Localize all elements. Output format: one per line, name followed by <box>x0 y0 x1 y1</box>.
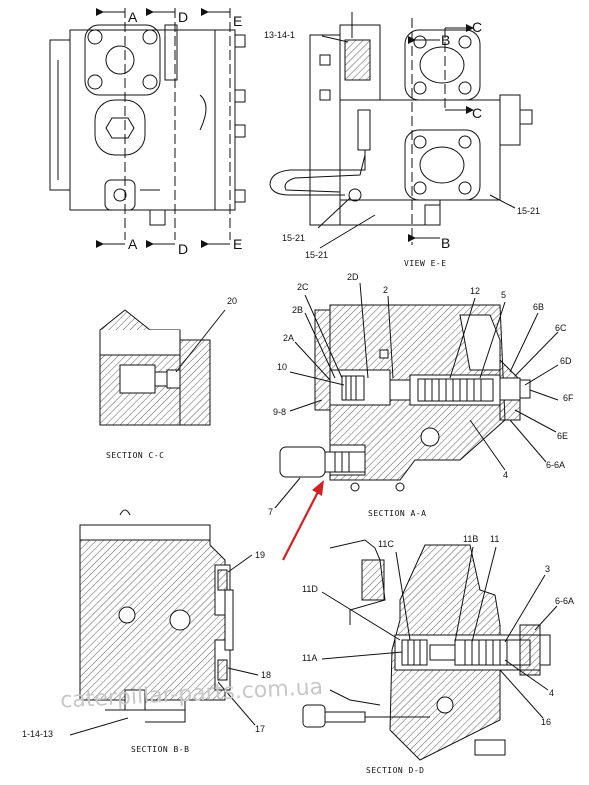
section-aa <box>274 282 559 509</box>
label-2b: 2B <box>292 305 303 315</box>
cut-label-d-top: D <box>178 9 188 25</box>
section-dd <box>302 539 558 761</box>
cut-label-c-bottom: C <box>472 105 482 121</box>
label-2: 2 <box>383 285 388 295</box>
label-11d: 11D <box>302 584 318 594</box>
label-4-dd: 4 <box>549 688 554 698</box>
label-11a: 11A <box>302 653 317 663</box>
cut-label-e-top: E <box>233 13 242 29</box>
label-17: 17 <box>255 724 265 734</box>
top-left-view <box>49 8 246 248</box>
label-19: 19 <box>255 550 265 560</box>
label-15-21-bottom: 15-21 <box>305 250 328 260</box>
section-bb-title: SECTION B-B <box>131 745 189 754</box>
label-2c: 2C <box>297 282 309 292</box>
label-7: 7 <box>268 507 273 517</box>
label-20: 20 <box>227 296 237 306</box>
view-ee <box>269 12 533 249</box>
label-12: 12 <box>470 286 480 296</box>
label-6e: 6E <box>557 431 568 441</box>
label-16: 16 <box>541 717 551 727</box>
view-ee-title: VIEW E-E <box>404 259 447 268</box>
label-10: 10 <box>277 362 287 372</box>
section-cc <box>99 309 226 426</box>
label-6-6a-aa: 6-6A <box>546 460 565 470</box>
section-bb <box>69 509 259 736</box>
label-11c: 11C <box>378 539 394 549</box>
section-cc-title: SECTION C-C <box>106 451 164 460</box>
label-1-14-13: 1-14-13 <box>22 729 53 739</box>
label-6b: 6B <box>533 302 544 312</box>
label-2d: 2D <box>347 272 359 282</box>
red-arrow <box>282 487 321 561</box>
cut-label-e-bottom: E <box>233 236 242 252</box>
section-dd-title: SECTION D-D <box>366 766 424 775</box>
cut-label-a-top: A <box>128 9 138 25</box>
label-18: 18 <box>261 670 271 680</box>
label-15-21-right: 15-21 <box>517 206 540 216</box>
cut-label-b-bottom: B <box>441 235 450 251</box>
label-6c: 6C <box>555 323 567 333</box>
cut-label-c-top: C <box>472 19 482 35</box>
label-6-6a-dd: 6-6A <box>555 596 574 606</box>
label-6f: 6F <box>563 393 574 403</box>
label-9-8: 9-8 <box>273 407 286 417</box>
red-arrow-head <box>312 480 324 496</box>
label-15-21-left: 15-21 <box>282 233 305 243</box>
label-2a: 2A <box>283 333 294 343</box>
label-11b: 11B <box>463 534 478 544</box>
label-3: 3 <box>545 564 550 574</box>
cut-label-a-bottom: A <box>128 236 138 252</box>
cut-label-b-top: B <box>441 32 450 48</box>
label-11: 11 <box>490 534 499 544</box>
section-aa-title: SECTION A-A <box>368 509 426 518</box>
label-13-14-1: 13-14-1 <box>264 30 295 40</box>
label-4-aa: 4 <box>503 470 508 480</box>
label-6d: 6D <box>560 356 572 366</box>
cut-label-d-bottom: D <box>178 241 188 257</box>
label-5: 5 <box>501 290 506 300</box>
